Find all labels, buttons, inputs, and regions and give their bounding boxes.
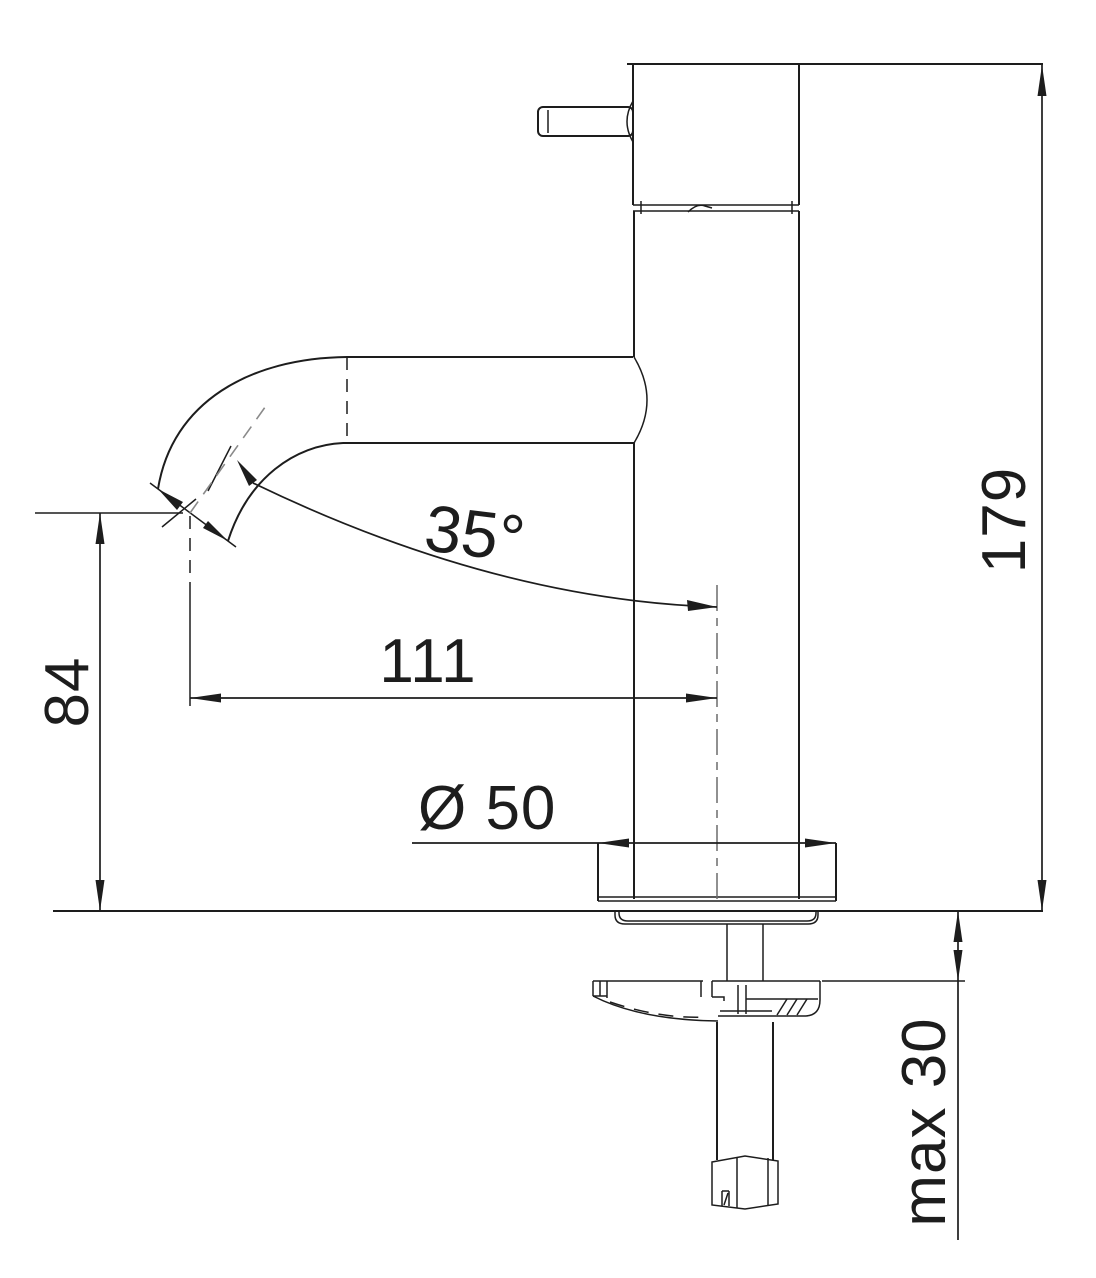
label-spout-angle: 35° bbox=[421, 490, 529, 576]
faucet-body bbox=[633, 211, 800, 899]
dim-spout-height-84 bbox=[95, 513, 105, 911]
spout-inner-curve bbox=[227, 442, 344, 542]
arrow-left bbox=[598, 838, 629, 848]
handle-lever bbox=[537, 106, 634, 137]
clamp-bottom-curve bbox=[592, 995, 719, 1022]
faucet-head bbox=[627, 63, 1043, 214]
label-max-thickness: max 30 bbox=[890, 1017, 959, 1226]
label-total-height: 179 bbox=[970, 467, 1039, 573]
dimension-labels: 179 84 111 Ø 50 35° max 30 bbox=[33, 467, 1039, 1227]
hex-nut bbox=[711, 1155, 779, 1210]
spout-body-joint-arc bbox=[633, 356, 648, 444]
aerator-mark bbox=[207, 445, 232, 492]
clamp-dashed-curve bbox=[609, 1001, 707, 1018]
label-spout-reach: 111 bbox=[379, 627, 476, 696]
arrow-right bbox=[686, 693, 717, 703]
spout bbox=[157, 356, 634, 542]
seam-break-mark bbox=[687, 204, 713, 213]
arrow-up bbox=[953, 911, 963, 942]
outlet-face-arrow-upper bbox=[158, 489, 183, 510]
outlet-face-arrow-lower bbox=[203, 521, 228, 541]
mounting-clamp bbox=[592, 980, 821, 1022]
mounting-shank bbox=[726, 924, 764, 981]
outlet-axis-dashed bbox=[189, 402, 269, 514]
spout-outer-curve bbox=[157, 356, 348, 490]
arrow-down bbox=[95, 880, 105, 911]
label-base-diameter: Ø 50 bbox=[418, 774, 556, 843]
arrow-down bbox=[953, 950, 963, 981]
spout-outlet bbox=[149, 402, 269, 548]
supply-hose bbox=[716, 1022, 774, 1160]
arrow-to-centerline bbox=[687, 600, 717, 611]
dim-spout-angle-35 bbox=[237, 460, 718, 611]
faucet-handle bbox=[537, 100, 634, 143]
gasket bbox=[614, 911, 819, 925]
dim-total-height-179 bbox=[1037, 65, 1047, 911]
dim-spout-reach-111 bbox=[190, 693, 717, 703]
dim-base-diameter-50 bbox=[412, 838, 836, 848]
arrow-up bbox=[1037, 65, 1047, 96]
arrow-to-spout bbox=[237, 460, 257, 486]
dim-max-thickness-30 bbox=[953, 911, 963, 1240]
label-spout-height: 84 bbox=[33, 657, 102, 728]
arrow-down bbox=[1037, 880, 1047, 911]
centerlines bbox=[35, 512, 965, 982]
angle-leader-arc bbox=[252, 482, 718, 608]
handle-root-arc bbox=[626, 100, 634, 143]
arrow-right bbox=[805, 838, 836, 848]
arrow-up bbox=[95, 513, 105, 544]
arrow-left bbox=[190, 693, 221, 703]
